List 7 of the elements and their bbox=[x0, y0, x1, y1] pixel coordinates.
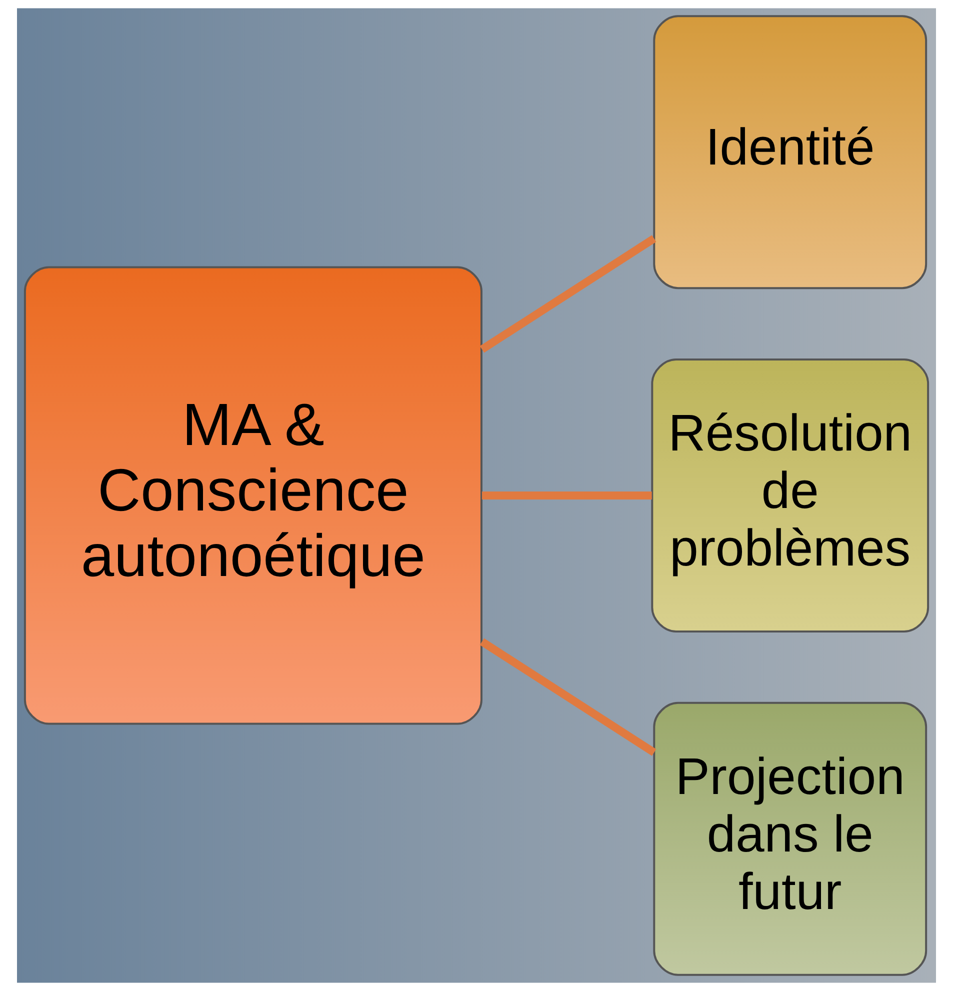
connector bbox=[480, 638, 656, 756]
node-box: Résolution de problèmes bbox=[651, 358, 930, 632]
connector bbox=[480, 235, 656, 353]
node-box: MA & Conscience autonoétique bbox=[24, 266, 482, 725]
node-box: Projection dans le futur bbox=[653, 702, 928, 976]
node-box: Identité bbox=[653, 15, 928, 290]
connector bbox=[482, 492, 652, 500]
